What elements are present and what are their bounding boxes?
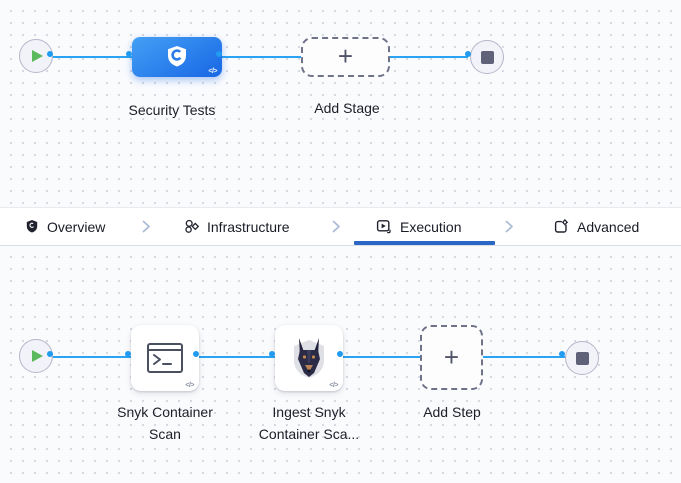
connector-line — [222, 56, 301, 58]
add-stage-label: Add Stage — [314, 100, 380, 116]
connector-dot — [559, 351, 565, 357]
connector-line — [483, 356, 567, 358]
plus-icon: + — [443, 341, 460, 372]
code-icon: </> — [185, 382, 194, 389]
terminal-icon — [146, 342, 184, 374]
tab-advanced[interactable]: Advanced — [553, 208, 639, 245]
shield-icon — [25, 219, 39, 234]
security-shield-icon — [163, 43, 191, 71]
connector-dot — [47, 351, 53, 357]
plus-icon: + — [337, 41, 354, 71]
add-step-button[interactable]: + — [420, 325, 483, 390]
connector-line — [390, 56, 468, 58]
execution-icon — [376, 219, 392, 235]
tab-execution[interactable]: Execution — [376, 208, 461, 245]
stop-icon — [480, 50, 494, 64]
connector-dot — [269, 351, 275, 357]
play-icon — [32, 350, 43, 362]
step-node-snyk-container-scan[interactable]: </> — [131, 325, 199, 391]
stage-node-security-tests[interactable]: </> — [132, 37, 222, 77]
chevron-right-icon — [142, 220, 151, 238]
code-icon: </> — [208, 68, 217, 75]
pipeline-end-node — [470, 40, 504, 74]
step-label: Ingest Snyk Container Sca... — [258, 404, 360, 442]
step-node-ingest-snyk[interactable]: </> — [275, 325, 343, 391]
add-step-label: Add Step — [423, 404, 481, 420]
tab-overview[interactable]: Overview — [25, 208, 105, 245]
stop-icon — [575, 351, 589, 365]
connector-dot — [125, 351, 131, 357]
tab-label: Advanced — [577, 218, 640, 235]
chevron-right-icon — [332, 220, 341, 238]
connector-dot — [465, 51, 471, 57]
connector-dot — [216, 51, 222, 57]
stage-graph-canvas: </> + Security Tests Add Stage — [0, 0, 681, 207]
snyk-dog-icon — [290, 337, 328, 379]
connector-line — [343, 356, 420, 358]
active-tab-indicator — [354, 241, 495, 245]
add-stage-button[interactable]: + — [301, 37, 390, 77]
advanced-icon — [553, 218, 569, 235]
infrastructure-icon — [184, 219, 199, 234]
connector-line — [40, 56, 132, 58]
connector-dot — [193, 351, 199, 357]
connector-line — [199, 356, 275, 358]
connector-line — [40, 356, 131, 358]
pipeline-end-node — [565, 341, 599, 375]
code-icon: </> — [329, 382, 338, 389]
connector-dot — [47, 51, 53, 57]
stage-config-tabbar: Overview Infrastructure — [0, 207, 681, 246]
connector-dot — [126, 51, 132, 57]
tab-label: Infrastructure — [207, 218, 290, 235]
connector-dot — [337, 351, 343, 357]
tab-label: Overview — [47, 218, 106, 235]
execution-graph-canvas: </> </> + — [0, 246, 681, 483]
stage-label: Security Tests — [128, 102, 216, 118]
play-icon — [32, 50, 43, 62]
tab-label: Execution — [400, 218, 462, 235]
chevron-right-icon — [505, 220, 514, 238]
step-label: Snyk Container Scan — [117, 404, 213, 442]
tab-infrastructure[interactable]: Infrastructure — [184, 208, 289, 245]
